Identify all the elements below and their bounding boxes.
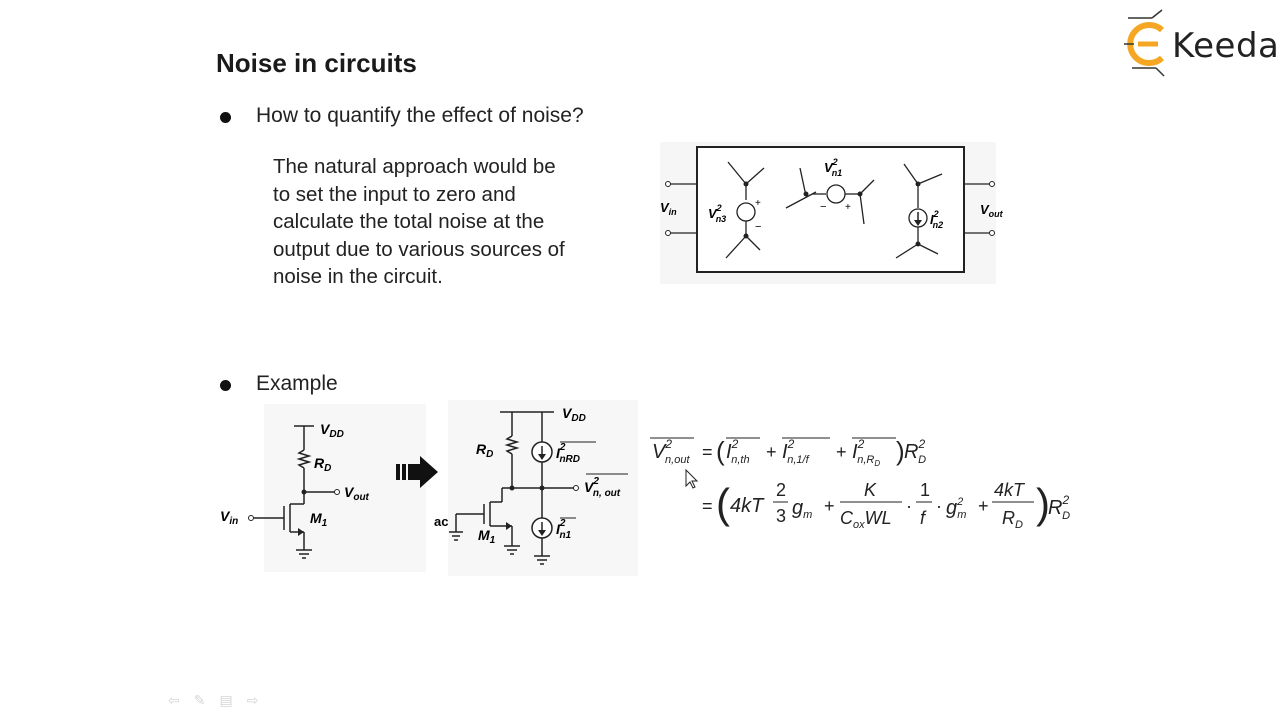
eq-paren-close: ): [896, 436, 905, 466]
pen-icon[interactable]: ✎: [193, 692, 206, 708]
rd-label: RD: [476, 441, 493, 460]
eq-coxwl: CoxWL: [840, 508, 892, 531]
eq-gm: gm: [792, 497, 812, 521]
vin-label: Vin: [220, 508, 238, 527]
vdd-label: VDD: [320, 421, 344, 440]
right-arrow-icon: [396, 456, 438, 488]
eq-frac3-num: 4kT: [994, 480, 1026, 500]
paragraph-line: The natural approach would be: [273, 155, 556, 178]
bullet-dot: [220, 380, 231, 391]
svg-text:+: +: [845, 202, 851, 213]
logo-text: Keeda: [1172, 26, 1280, 66]
eq-plus: +: [766, 442, 777, 462]
svg-text:−: −: [820, 201, 826, 213]
bullet-question: How to quantify the effect of noise?: [256, 104, 584, 127]
vout-label: Vout: [980, 202, 1004, 219]
back-arrow-icon[interactable]: ⇦: [168, 692, 180, 708]
common-source-circuit: VDD RD Vout Vin M1: [220, 404, 426, 572]
eq-4kt: 4kT: [730, 495, 765, 517]
paragraph-line: output due to various sources of: [273, 237, 565, 261]
eq-one: 1: [920, 480, 930, 500]
menu-icon[interactable]: ▤: [219, 692, 233, 708]
eq-paren-open: (: [716, 480, 730, 527]
ekeeda-logo: Keeda: [1122, 6, 1279, 80]
forward-arrow-icon[interactable]: ⇨: [246, 692, 259, 708]
eq-dot: ·: [906, 496, 912, 516]
slide-title: Noise in circuits: [216, 48, 417, 78]
eq-equals: =: [702, 496, 713, 516]
mouse-cursor-icon: [685, 468, 699, 489]
eq-k: K: [864, 480, 877, 500]
m1-label: M1: [310, 510, 328, 529]
eq-frac-num: 2: [776, 480, 786, 500]
eq-paren-close: ): [1036, 480, 1050, 527]
eq-frac3-den: RD: [1002, 508, 1023, 531]
eq-plus: +: [836, 442, 847, 462]
vdd-label: VDD: [562, 405, 586, 424]
eq-plus: +: [824, 496, 835, 516]
paragraph-line: to set the input to zero and: [273, 182, 516, 206]
bullet-dot: [220, 112, 231, 123]
rd-label: RD: [314, 455, 331, 474]
bullet-example: Example: [256, 372, 338, 395]
eq-dot: ·: [936, 496, 942, 516]
eq-plus: +: [978, 496, 989, 516]
vout-label: Vout: [344, 484, 370, 503]
eq-f: f: [920, 508, 927, 528]
ac-label: ac: [434, 514, 448, 529]
eq-frac-den: 3: [776, 506, 786, 526]
paragraph-line: calculate the total noise at the: [273, 210, 545, 233]
presentation-toolbar[interactable]: ⇦ ✎ ▤ ⇨: [168, 692, 258, 709]
m1-label: M1: [478, 527, 496, 546]
eq-paren-open: (: [716, 436, 725, 466]
vin-label: Vin: [660, 200, 677, 217]
logo-mark-icon: [1124, 9, 1165, 77]
svg-text:+: +: [755, 198, 761, 209]
paragraph: The natural approach would be to set the…: [273, 153, 565, 291]
eq-equals: =: [702, 442, 713, 462]
paragraph-line: noise in the circuit.: [273, 265, 443, 288]
svg-text:−: −: [755, 221, 761, 233]
